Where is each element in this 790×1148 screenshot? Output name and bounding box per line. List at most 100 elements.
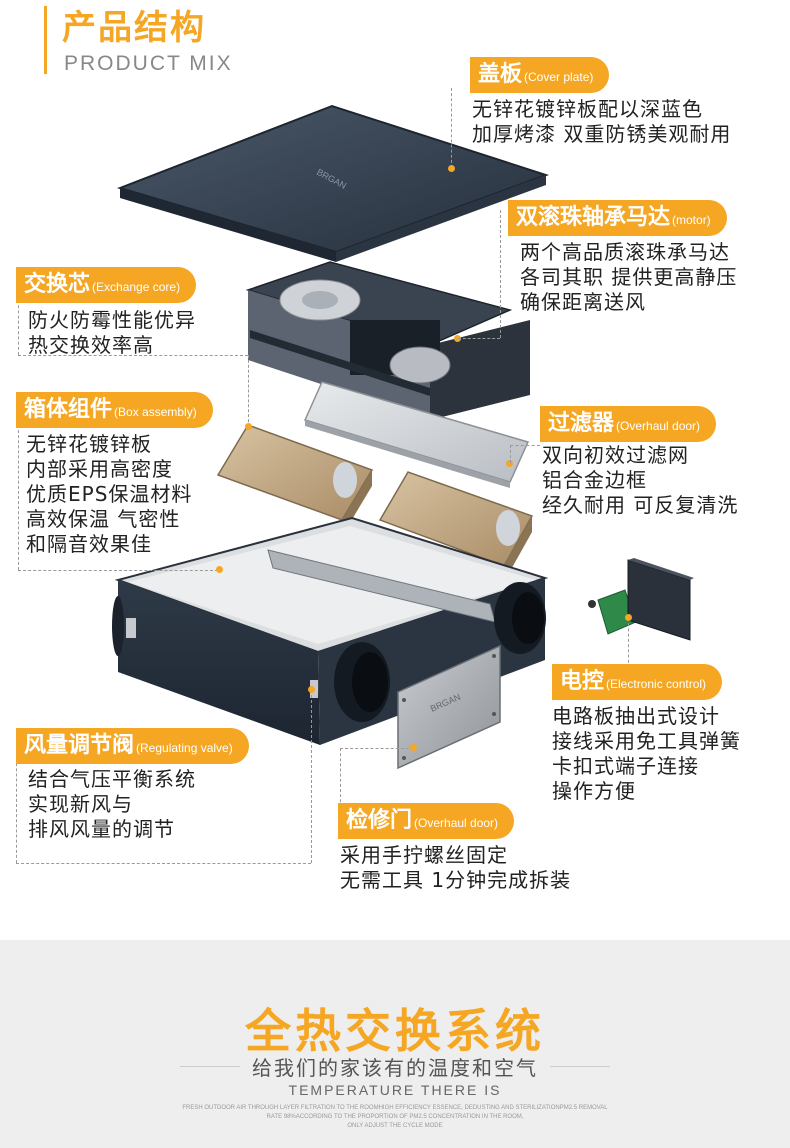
regulating-valve-bracket xyxy=(126,618,136,638)
footer-fineprint-line: RATE 98%ACCORDING TO THE PROPORTION OF P… xyxy=(266,1114,524,1120)
label-control-zh: 电控 xyxy=(560,669,605,694)
exchange-core-right xyxy=(378,471,534,582)
desc-control-line: 电路板抽出式设计 xyxy=(552,704,720,728)
filter-panel xyxy=(303,381,530,488)
desc-filter-line: 经久耐用 可反复清洗 xyxy=(542,493,739,517)
footer-fineprint-line: FRESH OUTDOOR AIR THROUGH LAYER FILTRATI… xyxy=(182,1105,608,1111)
desc-motor-line: 各司其职 提供更高静压 xyxy=(520,265,738,289)
leader-valve-v xyxy=(311,690,312,863)
leader-cover xyxy=(451,88,452,168)
label-valve: 风量调节阀(Regulating valve) xyxy=(16,728,249,764)
label-motor-zh: 双滚珠轴承马达 xyxy=(516,205,671,230)
label-door: 检修门(Overhaul door) xyxy=(338,803,515,839)
leader-control xyxy=(628,618,629,668)
desc-valve: 结合气压平衡系统 实现新风与 排风风量的调节 xyxy=(28,767,196,842)
label-motor-en: (motor) xyxy=(672,213,711,227)
header-accent-bar xyxy=(44,6,47,74)
desc-box-line: 优质EPS保温材料 xyxy=(26,482,193,506)
desc-box-line: 高效保温 气密性 xyxy=(26,507,181,531)
leader-filter xyxy=(510,445,540,446)
desc-filter-line: 双向初效过滤网 xyxy=(542,443,689,467)
footer-english: TEMPERATURE THERE IS xyxy=(288,1082,502,1098)
label-cover-en: (Cover plate) xyxy=(524,70,594,84)
label-valve-zh: 风量调节阀 xyxy=(24,733,135,758)
leader-box-left xyxy=(18,425,19,570)
leader-dot-valve xyxy=(308,686,315,693)
label-core: 交换芯(Exchange core) xyxy=(16,267,197,303)
footer-fineprint-line: ONLY ADJUST THE CYCLE MODE xyxy=(347,1123,443,1129)
label-filter: 过滤器(Overhaul door) xyxy=(540,406,717,442)
label-control-en: (Electronic control) xyxy=(606,677,707,691)
leader-motor xyxy=(500,210,501,338)
footer-subtitle: 给我们的家该有的温度和空气 xyxy=(252,1056,538,1080)
cover-plate xyxy=(116,104,550,262)
label-core-zh: 交换芯 xyxy=(24,272,91,297)
label-cover: 盖板(Cover plate) xyxy=(470,57,610,93)
footer-panel xyxy=(0,940,790,1148)
footer-title: 全热交换系统 xyxy=(245,1004,545,1058)
leader-dot-motor xyxy=(454,335,461,342)
desc-filter-line: 铝合金边框 xyxy=(542,468,647,492)
leader-dot-core xyxy=(245,423,252,430)
duct-port-back xyxy=(112,596,124,656)
footer-divider-right xyxy=(550,1066,610,1067)
desc-door-line: 采用手拧螺丝固定 xyxy=(340,843,508,867)
desc-cover: 无锌花镀锌板配以深蓝色 加厚烤漆 双重防锈美观耐用 xyxy=(472,97,731,147)
leader-dot-filter xyxy=(506,460,513,467)
duct-port-front xyxy=(334,642,390,722)
desc-door: 采用手拧螺丝固定 无需工具 1分钟完成拆装 xyxy=(340,843,571,893)
leader-valve-h xyxy=(16,863,311,864)
label-filter-en: (Overhaul door) xyxy=(616,419,701,433)
desc-box-line: 无锌花镀锌板 xyxy=(26,432,152,456)
desc-door-line: 无需工具 1分钟完成拆装 xyxy=(340,868,572,892)
label-valve-en: (Regulating valve) xyxy=(136,741,233,755)
desc-control: 电路板抽出式设计 接线采用免工具弹簧 卡扣式端子连接 操作方便 xyxy=(552,704,741,804)
desc-box-line: 和隔音效果佳 xyxy=(26,532,152,556)
desc-filter: 双向初效过滤网 铝合金边框 经久耐用 可反复清洗 xyxy=(542,443,738,518)
leader-motor-h xyxy=(458,338,500,339)
desc-control-line: 接线采用免工具弹簧 xyxy=(552,729,741,753)
leader-dot-box xyxy=(216,566,223,573)
desc-valve-line: 排风风量的调节 xyxy=(28,817,175,841)
leader-box-h xyxy=(18,570,218,571)
desc-motor-line: 两个高品质滚珠承马达 xyxy=(520,240,730,264)
desc-box: 无锌花镀锌板 内部采用高密度 优质EPS保温材料 高效保温 气密性 和隔音效果佳 xyxy=(26,432,192,557)
desc-motor-line: 确保距离送风 xyxy=(520,290,646,314)
control-board xyxy=(588,558,694,641)
label-door-zh: 检修门 xyxy=(346,808,413,833)
desc-control-line: 卡扣式端子连接 xyxy=(552,754,699,778)
desc-cover-line: 加厚烤漆 双重防锈美观耐用 xyxy=(472,122,732,146)
duct-port-side xyxy=(494,582,546,654)
desc-core-line: 热交换效率高 xyxy=(28,333,154,357)
overhaul-door-panel xyxy=(397,644,501,770)
motor-assembly xyxy=(245,261,530,420)
desc-core: 防火防霉性能优异 热交换效率高 xyxy=(28,308,196,358)
label-box-zh: 箱体组件 xyxy=(24,397,113,422)
desc-valve-line: 实现新风与 xyxy=(28,792,133,816)
leader-dot-control xyxy=(625,614,632,621)
label-box-en: (Box assembly) xyxy=(114,405,197,419)
leader-dot-cover xyxy=(448,165,455,172)
label-core-en: (Exchange core) xyxy=(92,280,181,294)
leader-door-h xyxy=(340,748,414,749)
label-motor: 双滚珠轴承马达(motor) xyxy=(508,200,727,236)
desc-core-line: 防火防霉性能优异 xyxy=(28,308,196,332)
page-title: 产品结构 xyxy=(62,8,206,48)
product-exploded-view: BRGAN xyxy=(112,104,694,770)
desc-control-line: 操作方便 xyxy=(552,779,636,803)
leader-dot-door xyxy=(410,744,417,751)
page-subtitle: PRODUCT MIX xyxy=(64,52,233,75)
footer-divider-left xyxy=(180,1066,240,1067)
leader-valve-left xyxy=(16,748,17,863)
leader-door xyxy=(340,748,341,833)
label-control: 电控(Electronic control) xyxy=(552,664,723,700)
leader-filter-v xyxy=(510,445,511,463)
desc-cover-line: 无锌花镀锌板配以深蓝色 xyxy=(472,97,703,121)
desc-box-line: 内部采用高密度 xyxy=(26,457,173,481)
leader-core-v xyxy=(248,355,249,427)
desc-valve-line: 结合气压平衡系统 xyxy=(28,767,196,791)
label-box: 箱体组件(Box assembly) xyxy=(16,392,213,428)
label-door-en: (Overhaul door) xyxy=(414,816,499,830)
desc-motor: 两个高品质滚珠承马达 各司其职 提供更高静压 确保距离送风 xyxy=(520,240,737,315)
label-cover-zh: 盖板 xyxy=(478,62,523,87)
